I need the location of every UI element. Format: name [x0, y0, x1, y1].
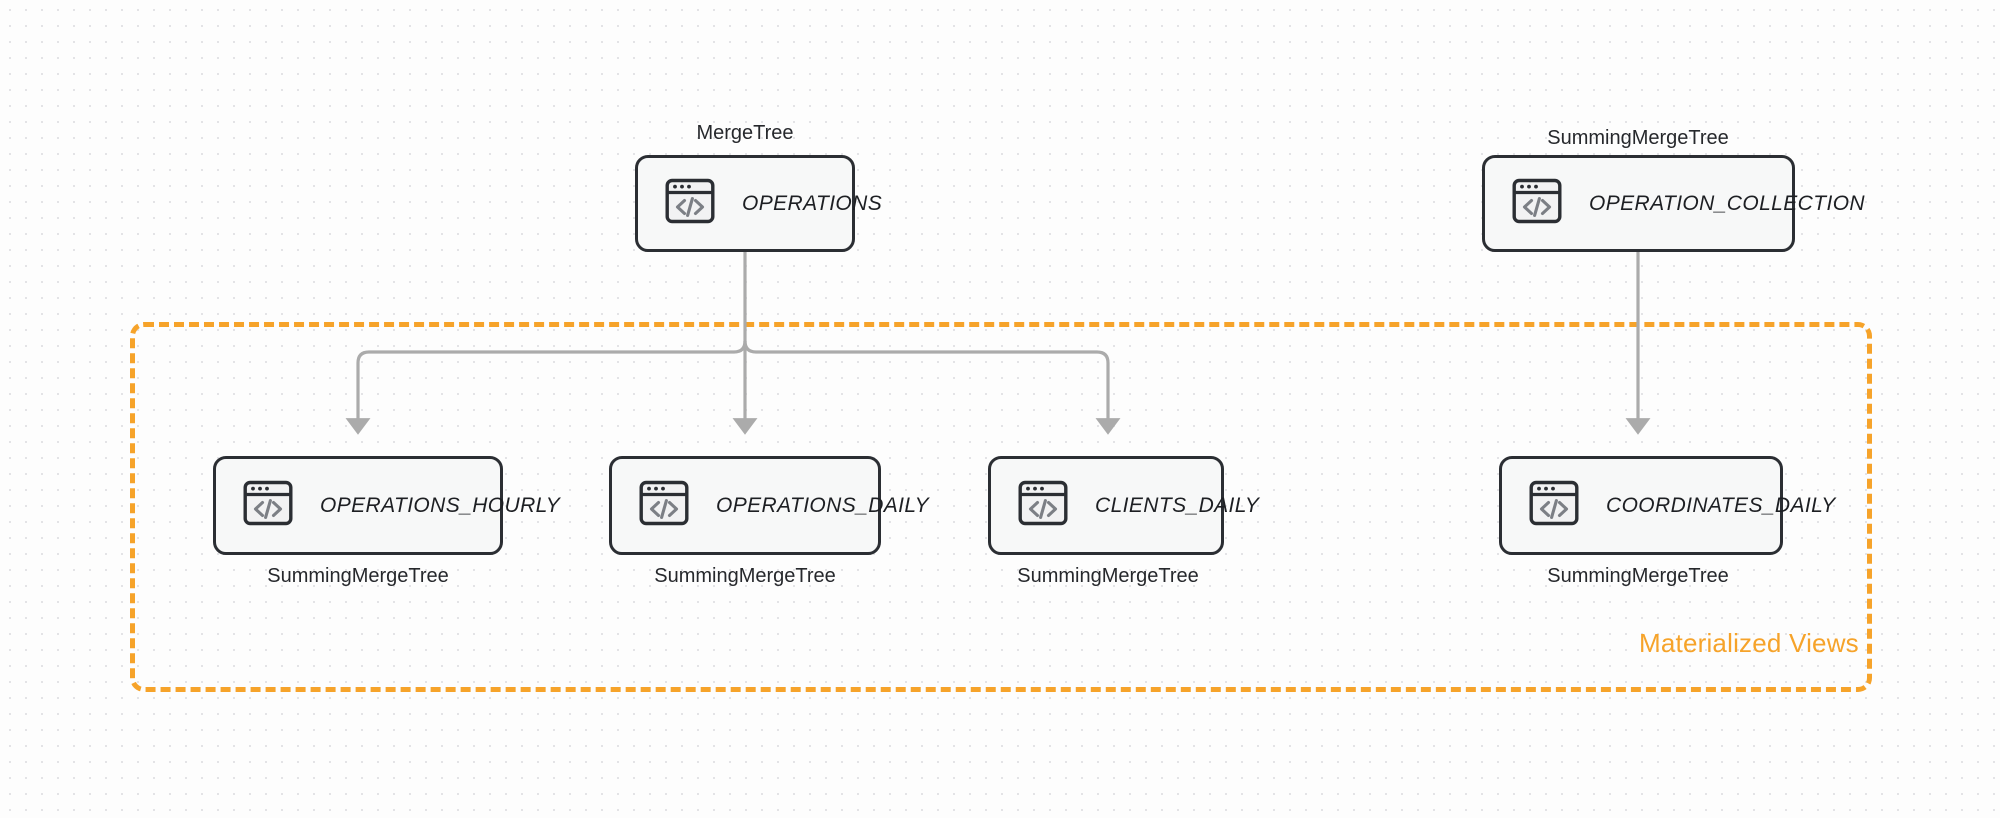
caption-coordinates-daily-engine: SummingMergeTree — [1547, 565, 1729, 587]
node-label: CLIENTS_DAILY — [1095, 493, 1260, 517]
edge-operations-to-operations-hourly — [345, 340, 747, 435]
node-operation-collection[interactable]: OPERATION_COLLECTION — [1482, 155, 1865, 252]
node-label: COORDINATES_DAILY — [1606, 493, 1836, 517]
node-label: OPERATIONS_DAILY — [716, 493, 929, 517]
code-window-icon — [242, 477, 294, 534]
code-window-icon — [1511, 175, 1563, 232]
node-clients-daily[interactable]: CLIENTS_DAILY — [988, 456, 1259, 555]
node-coordinates-daily[interactable]: COORDINATES_DAILY — [1499, 456, 1835, 555]
node-operations-daily[interactable]: OPERATIONS_DAILY — [609, 456, 929, 555]
caption-clients-daily-engine: SummingMergeTree — [1017, 565, 1199, 587]
edge-operations-to-clients-daily — [743, 340, 1121, 435]
caption-operation-collection-engine: SummingMergeTree — [1547, 127, 1729, 149]
caption-operations-engine: MergeTree — [696, 122, 794, 144]
code-window-icon — [1017, 477, 1069, 534]
code-window-icon — [1528, 477, 1580, 534]
materialized-views-label: Materialized Views — [1639, 628, 1859, 658]
caption-operations-hourly-engine: SummingMergeTree — [267, 565, 449, 587]
node-label: OPERATION_COLLECTION — [1589, 191, 1865, 215]
code-window-icon — [664, 175, 716, 232]
node-operations[interactable]: OPERATIONS — [635, 155, 882, 252]
caption-operations-daily-engine: SummingMergeTree — [654, 565, 836, 587]
node-label: OPERATIONS — [742, 191, 883, 215]
node-operations-hourly[interactable]: OPERATIONS_HOURLY — [213, 456, 560, 555]
node-label: OPERATIONS_HOURLY — [320, 493, 561, 517]
code-window-icon — [638, 477, 690, 534]
